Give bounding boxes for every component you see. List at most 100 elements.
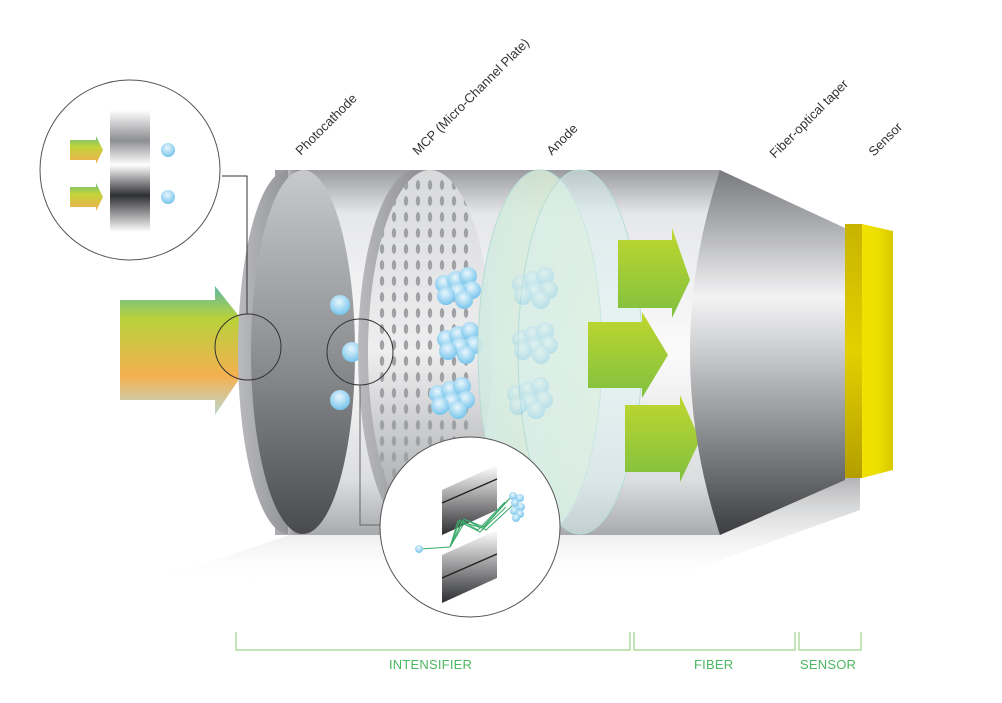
electron <box>439 342 457 360</box>
mcp-hole <box>427 180 433 190</box>
mcp-hole <box>439 196 445 206</box>
mcp-hole <box>451 228 457 238</box>
mcp-hole <box>427 196 433 206</box>
mcp-hole <box>415 228 421 238</box>
mcp-hole <box>451 244 457 254</box>
mcp-hole <box>379 260 385 270</box>
electron <box>532 291 550 309</box>
mcp-hole <box>379 420 385 430</box>
mcp-hole <box>463 420 469 430</box>
mcp-hole <box>427 340 433 350</box>
electron <box>536 267 554 285</box>
mcp-hole <box>427 436 433 446</box>
mcp-hole <box>403 308 409 318</box>
mcp-hole <box>451 196 457 206</box>
electron <box>536 322 554 340</box>
mcp-hole <box>439 260 445 270</box>
input-light-arrow <box>120 286 262 415</box>
mcp-hole <box>391 420 397 430</box>
mcp-hole <box>379 244 385 254</box>
mcp-hole <box>439 212 445 222</box>
mcp-hole <box>415 404 421 414</box>
photon-arrow-icon <box>70 183 103 211</box>
photocathode-layer <box>110 110 150 232</box>
mcp-hole <box>391 404 397 414</box>
mcp-hole <box>403 244 409 254</box>
mcp-hole <box>391 436 397 446</box>
mcp-hole <box>391 324 397 334</box>
mcp-hole <box>379 292 385 302</box>
mcp-hole <box>415 244 421 254</box>
mcp-hole <box>403 372 409 382</box>
mcp-hole <box>403 388 409 398</box>
mcp-hole <box>391 308 397 318</box>
mcp-hole <box>451 260 457 270</box>
mcp-hole <box>391 356 397 366</box>
sensor-block <box>845 224 893 478</box>
mcp-hole <box>379 340 385 350</box>
mcp-hole <box>415 276 421 286</box>
mcp-hole <box>415 420 421 430</box>
mcp-hole <box>451 372 457 382</box>
mcp-hole <box>415 372 421 382</box>
electron <box>449 401 467 419</box>
mcp-hole <box>403 276 409 286</box>
mcp-hole <box>403 324 409 334</box>
mcp-hole <box>379 308 385 318</box>
electron <box>531 377 549 395</box>
mcp-hole <box>403 212 409 222</box>
output-light-arrows <box>588 228 700 482</box>
mcp-hole <box>439 180 445 190</box>
electron <box>453 377 471 395</box>
photon-arrow-icon <box>70 136 103 164</box>
electron-icon <box>161 143 175 157</box>
photoelectrons <box>330 295 362 410</box>
mcp-hole <box>427 244 433 254</box>
photocathode-callout-ring <box>214 313 282 381</box>
mcp-hole <box>391 468 397 478</box>
mcp-hole <box>415 212 421 222</box>
electron-icon <box>161 190 175 204</box>
mcp-hole <box>439 244 445 254</box>
mcp-hole <box>403 260 409 270</box>
anode-electron-clusters <box>507 267 558 419</box>
mcp-hole <box>403 452 409 462</box>
mcp-hole <box>415 308 421 318</box>
mcp-hole <box>391 292 397 302</box>
mcp-hole <box>391 372 397 382</box>
mcp-hole <box>415 388 421 398</box>
mcp-hole <box>379 276 385 286</box>
mcp-hole <box>391 388 397 398</box>
section-label-fiber: FIBER <box>694 657 734 672</box>
mcp-hole <box>415 436 421 446</box>
mcp-hole <box>403 356 409 366</box>
mcp-hole <box>427 260 433 270</box>
mcp-hole <box>451 212 457 222</box>
mcp-hole <box>463 212 469 222</box>
electron <box>455 291 473 309</box>
photocathode-callout-line <box>222 175 248 314</box>
mcp-hole <box>427 276 433 286</box>
intensifier-bracket <box>235 632 631 651</box>
mcp-hole <box>391 276 397 286</box>
mcp-hole <box>415 356 421 366</box>
electron <box>527 401 545 419</box>
mcp-hole <box>427 324 433 334</box>
mcp-hole <box>415 324 421 334</box>
electron <box>437 287 455 305</box>
mcp-hole <box>403 404 409 414</box>
mcp-channel-detail-inset <box>379 436 561 618</box>
mcp-hole <box>379 404 385 414</box>
mcp-hole <box>379 452 385 462</box>
mcp-hole <box>403 196 409 206</box>
section-label-sensor: SENSOR <box>800 657 857 672</box>
sensor-bracket <box>798 632 862 651</box>
mcp-hole <box>439 228 445 238</box>
mcp-hole <box>427 292 433 302</box>
mcp-hole <box>427 420 433 430</box>
mcp-hole <box>439 420 445 430</box>
multiplied-electron-clusters <box>429 267 483 419</box>
mcp-hole <box>451 420 457 430</box>
mcp-hole <box>403 340 409 350</box>
